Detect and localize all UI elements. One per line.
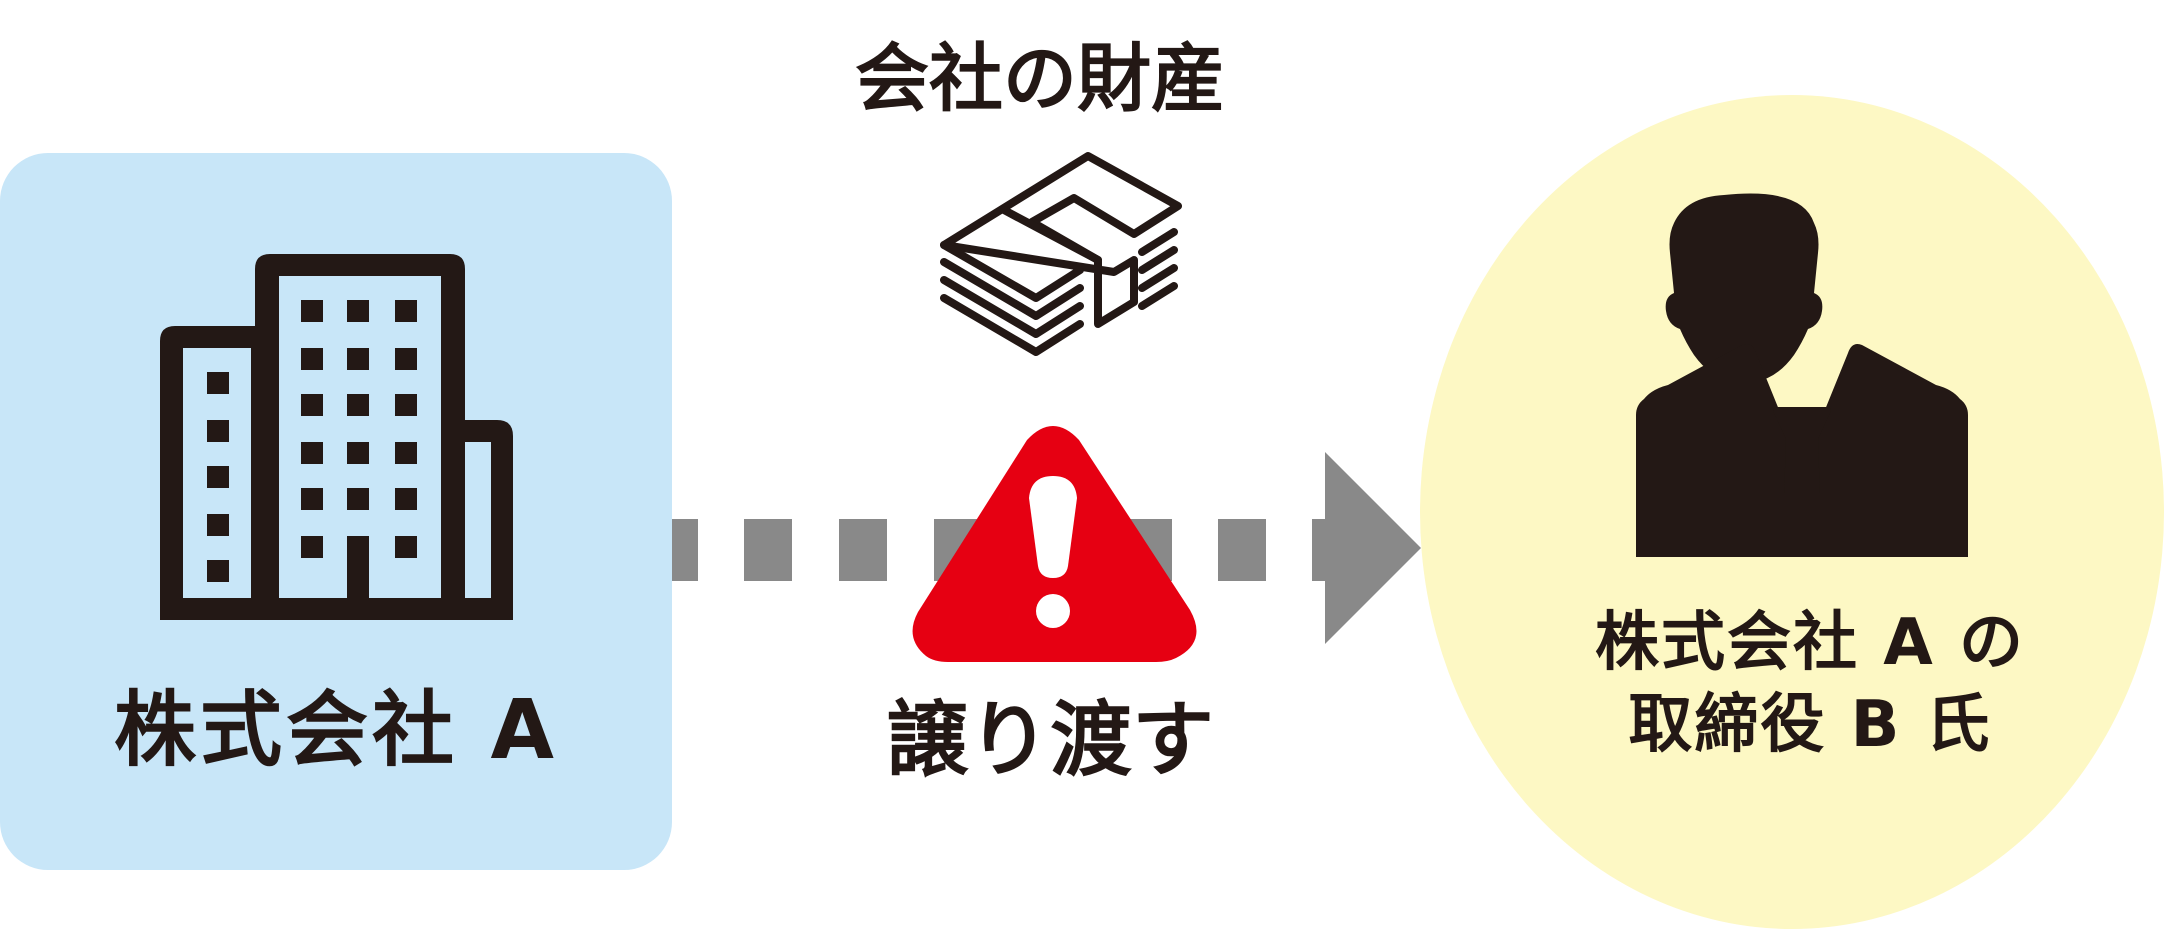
warning-triangle-icon: [912, 426, 1197, 662]
transfer-label: 譲り渡す: [885, 693, 1214, 788]
businessman-icon: [1636, 193, 1968, 557]
office-building-icon: [160, 254, 513, 620]
arrow-head: [1325, 452, 1421, 644]
company-assets-label: 会社の財産: [855, 36, 1225, 122]
director-label-line2: 取締役 B 氏: [1628, 687, 1992, 762]
banknote-stack-icon: [940, 152, 1182, 356]
director-b-label: 株式会社 A の 取締役 B 氏: [1500, 603, 2120, 767]
company-a-label: 株式会社 A: [113, 683, 558, 778]
director-label-line1: 株式会社 A の: [1594, 606, 2026, 680]
